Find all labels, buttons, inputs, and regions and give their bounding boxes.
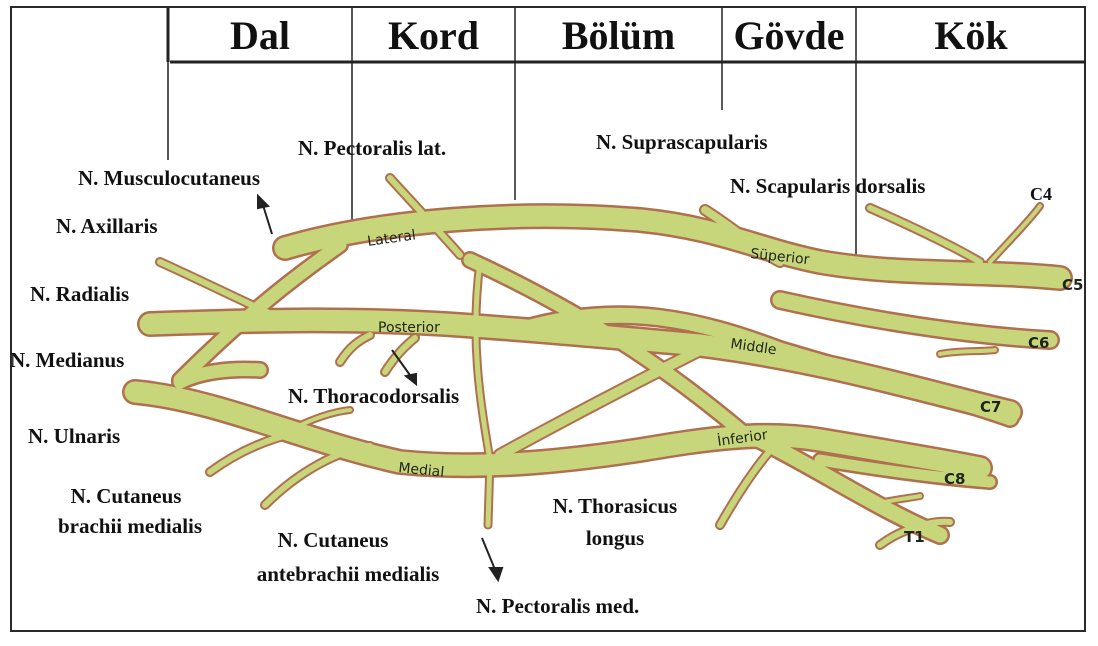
label-cutaneus-antebrachii-2: antebrachii medialis (228, 562, 468, 586)
root-c4-label: C4 (1030, 184, 1052, 204)
label-suprascapularis: N. Suprascapularis (596, 130, 768, 154)
header-kok: Kök (856, 14, 1086, 58)
label-radialis: N. Radialis (30, 282, 129, 306)
header-dal: Dal (168, 14, 352, 58)
label-cutaneus-brachii-1: N. Cutaneus (36, 484, 216, 508)
label-thoracodorsalis: N. Thoracodorsalis (288, 384, 459, 408)
root-c7-label: C7 (980, 398, 1001, 416)
label-cutaneus-brachii-2: brachii medialis (30, 514, 230, 538)
thoracodorsalis-arrowhead (406, 374, 416, 384)
label-thorasicus-1: N. Thorasicus (520, 494, 710, 518)
label-pectoralis-med: N. Pectoralis med. (476, 594, 639, 618)
label-scapularis-dorsalis: N. Scapularis dorsalis (730, 174, 925, 198)
pectoralis-med-arrow (482, 538, 496, 572)
root-c5-label: C5 (1062, 276, 1083, 294)
root-c8-label: C8 (944, 470, 965, 488)
musculocutaneus-arrowhead (258, 196, 268, 208)
label-axillaris: N. Axillaris (56, 214, 158, 238)
label-thorasicus-2: longus (520, 526, 710, 550)
header-bolum: Bölüm (515, 14, 722, 58)
label-pectoralis-lat: N. Pectoralis lat. (298, 136, 446, 160)
posterior-cord-label: Posterior (378, 320, 440, 336)
label-ulnaris: N. Ulnaris (28, 424, 120, 448)
root-c6-label: C6 (1028, 334, 1049, 352)
label-cutaneus-antebrachii-1: N. Cutaneus (248, 528, 418, 552)
root-t1-label: T1 (904, 528, 925, 546)
pectoralis-med-arrowhead (490, 568, 502, 580)
header-kord: Kord (352, 14, 515, 58)
label-musculocutaneus: N. Musculocutaneus (78, 166, 260, 190)
medial-cord-label: Medial (398, 460, 445, 481)
header-govde: Gövde (722, 14, 856, 58)
label-medianus: N. Medianus (10, 348, 124, 372)
